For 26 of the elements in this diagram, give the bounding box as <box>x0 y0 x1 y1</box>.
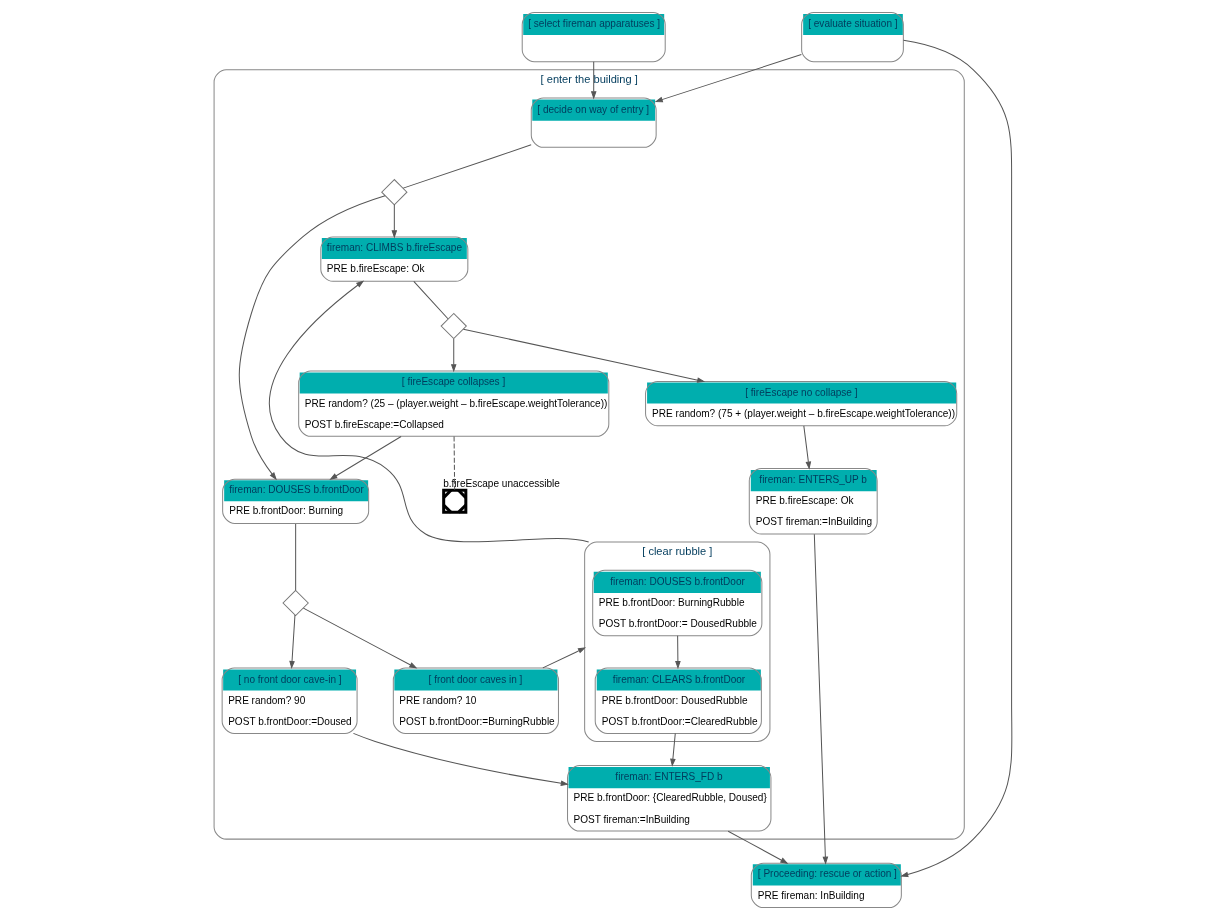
arrow <box>450 338 457 373</box>
arrow <box>590 61 597 100</box>
arrow <box>654 54 802 103</box>
arrow <box>813 533 829 865</box>
arrow <box>727 830 789 864</box>
arrow <box>462 328 706 383</box>
arrow <box>670 733 676 767</box>
connector <box>453 435 456 491</box>
arrow <box>675 635 681 670</box>
arrow <box>391 204 398 239</box>
node-diamond <box>381 178 408 206</box>
arrow <box>302 607 418 669</box>
arrow <box>269 280 590 543</box>
arrow <box>542 647 587 669</box>
node-diamond <box>282 589 309 617</box>
arrow <box>900 39 1013 878</box>
connector <box>413 280 449 320</box>
arrow <box>352 732 569 787</box>
arrow <box>803 425 812 470</box>
connector <box>402 144 532 189</box>
connector <box>295 523 297 591</box>
arrow <box>329 435 402 480</box>
node-diamond <box>440 312 468 340</box>
arrow <box>289 614 296 670</box>
node-label: b.fireEscape unaccessible <box>443 478 560 490</box>
arrow <box>238 195 386 481</box>
